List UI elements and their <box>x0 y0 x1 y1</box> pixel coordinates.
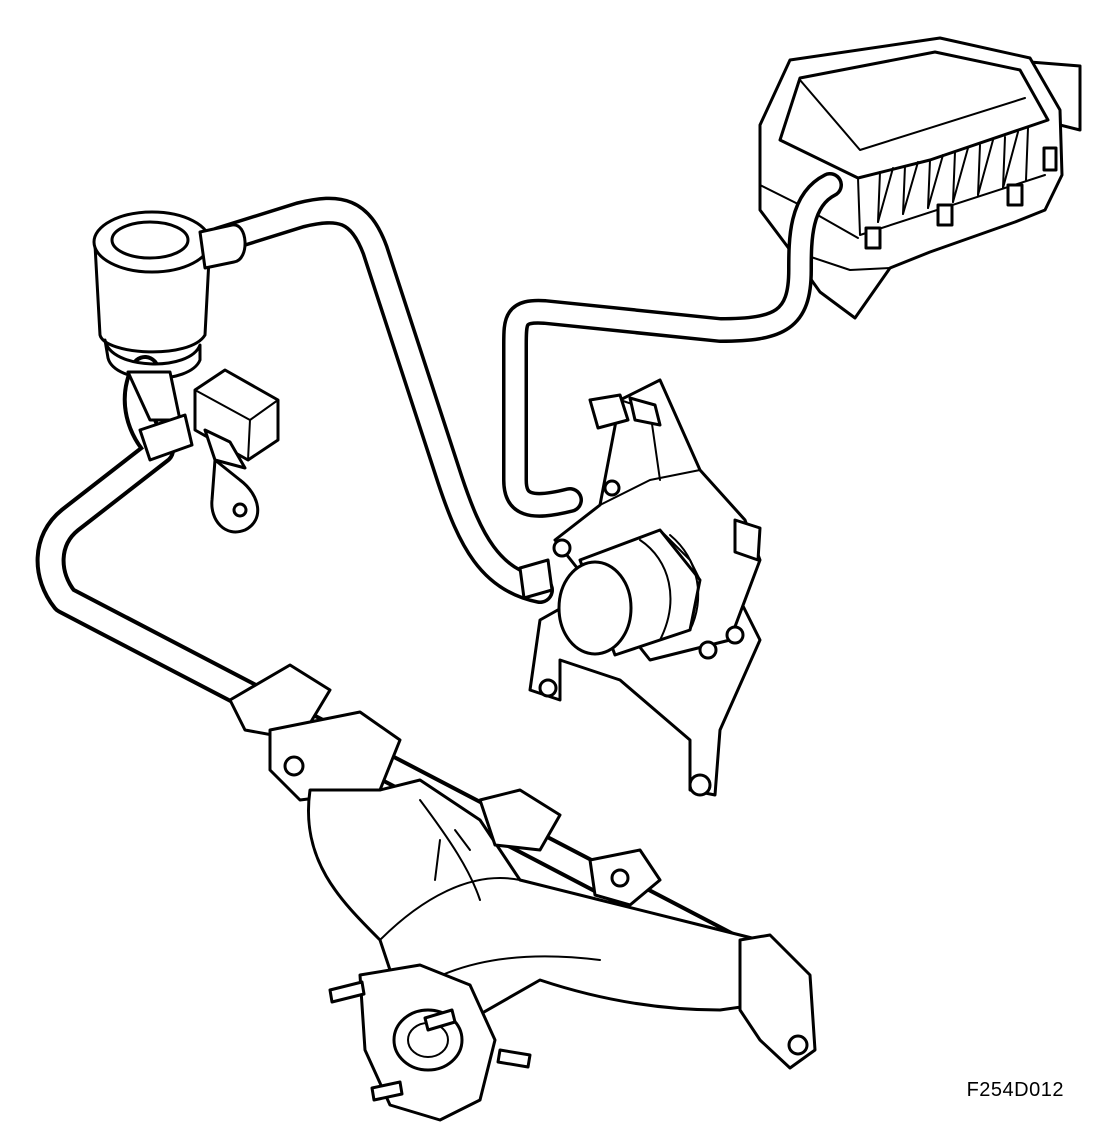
exhaust-manifold <box>228 663 817 1122</box>
secondary-air-pump <box>518 378 762 797</box>
hose-canister-to-pump <box>206 196 554 604</box>
solenoid-valve <box>138 368 280 534</box>
hose-air-filter-to-pump <box>502 172 843 518</box>
air-filter-housing <box>758 36 1082 320</box>
figure-id-label: F254D012 <box>966 1079 1064 1101</box>
air-valve-canister <box>92 210 247 422</box>
